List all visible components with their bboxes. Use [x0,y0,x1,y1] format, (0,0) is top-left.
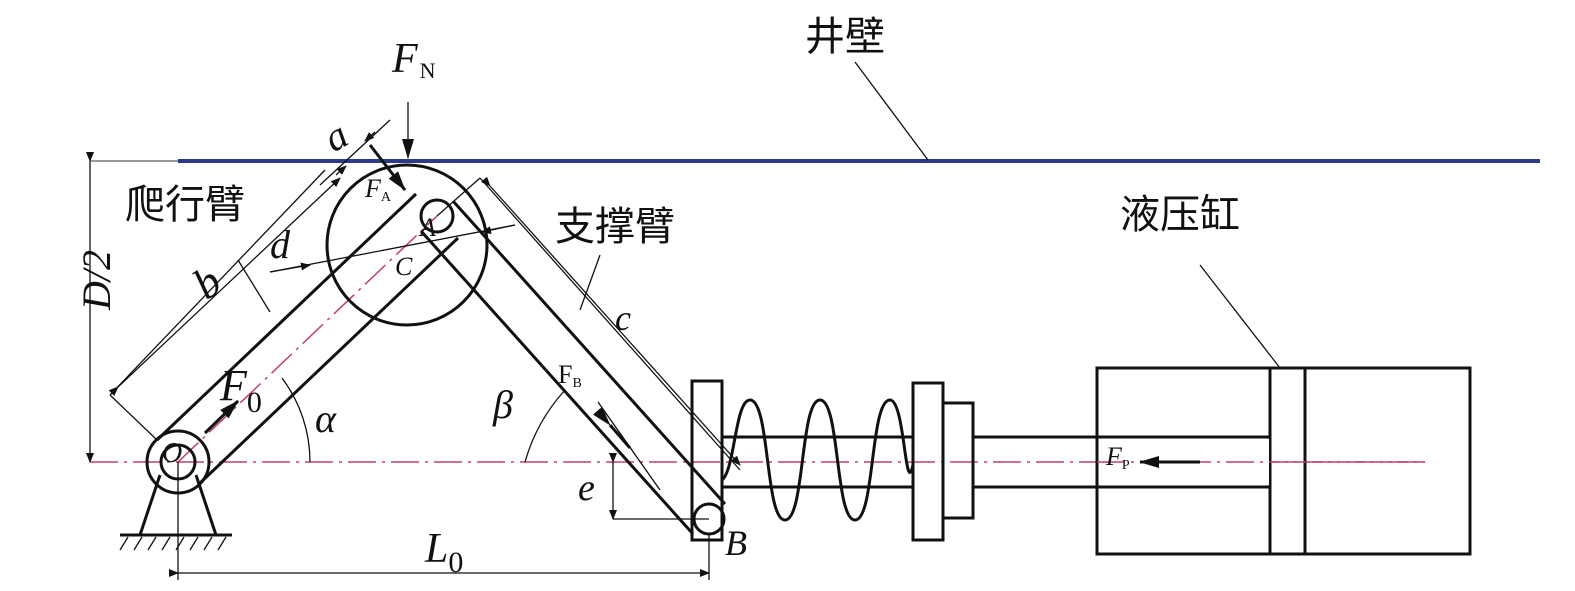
l0-label: L0 [424,526,463,579]
angle-alpha-label: α [315,396,337,441]
force-f0-label: F0 [219,361,262,419]
force-fa-arrow [368,144,407,191]
support-arm [419,198,727,536]
dim-b-label: b [184,256,230,309]
angle-beta-label: β [492,382,513,427]
d-half-label: D/2 [74,250,119,311]
dim-a-label: a [316,112,356,161]
hydraulic-cylinder-label: 液压缸 [1120,192,1240,238]
point-b-label: B [725,523,747,563]
slider-plate [690,379,724,542]
dim-e-label: e [578,467,595,509]
spring [720,398,915,522]
support-arm-label: 支撑臂 [555,204,675,250]
wall-leader-line [854,61,929,161]
dim-c-label: c [615,298,631,338]
point-a-label: A [418,213,436,242]
dimension-lines [108,119,741,580]
crawling-arm-label: 爬行臂 [125,182,245,228]
force-f0-arrow [203,399,240,435]
point-c-label: C [395,252,413,281]
force-fb-label: FB [558,360,582,391]
dim-d-label: d [270,222,291,267]
well-wall-label: 井壁 [805,14,885,60]
pivot-a [419,198,455,234]
force-fn-label: FN [391,36,436,83]
spring-seat-boss [941,401,975,520]
force-fa-label: FA [364,174,392,205]
force-fp-label: FP [1105,442,1130,473]
pivot-o [159,443,197,481]
point-o-label: O [162,438,182,469]
hydraulic-cylinder [973,264,1472,556]
pivot-o-outer [145,429,211,495]
well-wall [90,61,1540,163]
